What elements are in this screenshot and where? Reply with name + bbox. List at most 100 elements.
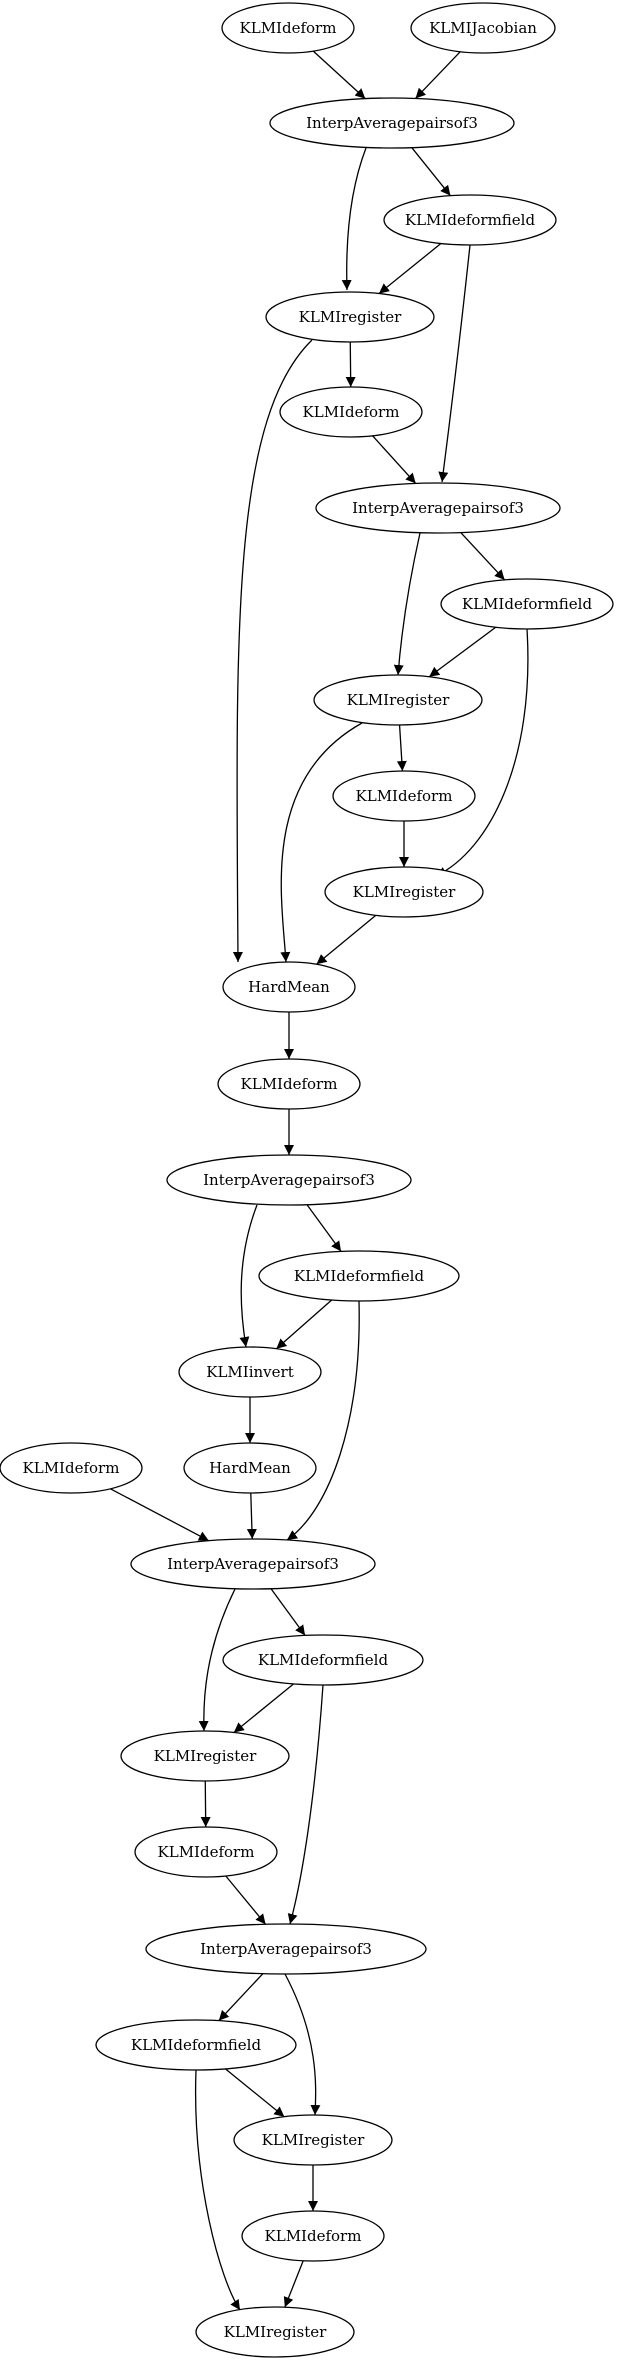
edge-n22-n23 xyxy=(225,1875,267,1925)
node-label: KLMIdeform xyxy=(23,1459,120,1477)
edge-line xyxy=(110,1488,210,1542)
edge-line xyxy=(284,1973,321,2116)
node-n17: KLMIdeform xyxy=(0,1442,143,1494)
node-shape xyxy=(134,1826,278,1878)
node-label: KLMIregister xyxy=(347,691,451,709)
node-shape xyxy=(183,1442,317,1494)
edge-n17-n19 xyxy=(110,1488,210,1542)
node-n27: KLMIregister xyxy=(195,2306,355,2358)
edge-n3-n5 xyxy=(341,147,367,291)
edges-layer xyxy=(110,50,529,2311)
node-shape xyxy=(166,1154,412,1206)
edge-line xyxy=(194,2069,241,2311)
node-label: KLMIdeform xyxy=(240,19,337,37)
node-n7: InterpAveragepairsof3 xyxy=(315,482,561,534)
edge-n2-n3 xyxy=(415,51,461,99)
node-label: KLMIdeformfield xyxy=(462,595,593,613)
edge-n9-n10 xyxy=(396,724,407,772)
edge-line xyxy=(283,2260,304,2308)
edge-n8-n9 xyxy=(428,626,497,678)
edge-line xyxy=(225,2068,285,2118)
edge-n19-n21 xyxy=(198,1588,236,1732)
node-shape xyxy=(410,2,556,54)
node-shape xyxy=(315,482,561,534)
node-n21: KLMIregister xyxy=(120,1730,290,1782)
node-n13: KLMIdeform xyxy=(217,1058,361,1110)
node-n25: KLMIregister xyxy=(233,2114,393,2166)
edge-line xyxy=(435,628,529,877)
node-n15: KLMIdeformfield xyxy=(258,1250,460,1302)
edge-line xyxy=(198,1588,236,1732)
edge-n9-n12 xyxy=(280,722,363,963)
node-label: InterpAveragepairsof3 xyxy=(352,499,524,517)
edge-line xyxy=(287,1684,324,1925)
edge-line xyxy=(280,722,363,963)
edge-n20-n23 xyxy=(287,1684,324,1925)
edge-line xyxy=(312,50,366,100)
edge-n8-n11 xyxy=(435,628,529,877)
node-label: KLMIdeform xyxy=(356,787,453,805)
node-n3: InterpAveragepairsof3 xyxy=(269,97,515,149)
node-label: KLMIregister xyxy=(154,1747,258,1765)
edge-n15-n19 xyxy=(286,1300,360,1541)
node-label: KLMIregister xyxy=(353,883,457,901)
node-label: KLMIregister xyxy=(299,308,403,326)
node-shape xyxy=(178,1346,322,1398)
node-label: KLMIdeformfield xyxy=(294,1267,425,1285)
node-n2: KLMIJacobian xyxy=(410,2,556,54)
edge-n14-n16 xyxy=(239,1204,258,1348)
edge-n5-n12 xyxy=(232,339,313,963)
node-label: KLMIdeform xyxy=(241,1075,338,1093)
edge-line xyxy=(415,51,461,99)
node-label: KLMIregister xyxy=(224,2323,328,2341)
edge-n23-n24 xyxy=(218,1973,264,2022)
edge-n26-n27 xyxy=(283,2260,304,2308)
node-shape xyxy=(332,770,476,822)
node-label: KLMIJacobian xyxy=(429,19,537,37)
edge-n24-n25 xyxy=(225,2068,285,2118)
edge-line xyxy=(286,1300,360,1541)
edge-line xyxy=(225,1875,267,1925)
node-n9: KLMIregister xyxy=(313,674,483,726)
edge-line xyxy=(218,1973,264,2022)
node-n8: KLMIdeformfield xyxy=(440,578,614,630)
node-label: KLMIdeform xyxy=(265,2227,362,2245)
edge-line xyxy=(378,243,442,295)
edge-line xyxy=(372,435,417,484)
edge-line xyxy=(393,532,421,676)
edge-n4-n7 xyxy=(438,244,471,483)
node-n4: KLMIdeformfield xyxy=(383,194,557,246)
node-shape xyxy=(440,578,614,630)
node-n16: KLMIinvert xyxy=(178,1346,322,1398)
node-shape xyxy=(383,194,557,246)
edge-line xyxy=(428,626,497,678)
node-label: KLMIdeformfield xyxy=(131,2036,262,2054)
node-label: HardMean xyxy=(209,1459,291,1477)
node-shape xyxy=(0,1442,143,1494)
node-shape xyxy=(269,97,515,149)
node-shape xyxy=(241,2210,385,2262)
node-shape xyxy=(222,1634,424,1686)
node-shape xyxy=(265,291,435,343)
edge-line xyxy=(316,914,377,965)
node-n23: InterpAveragepairsof3 xyxy=(145,1923,427,1975)
nodes-layer: KLMIdeform KLMIJacobianInterpAveragepairs… xyxy=(0,2,614,2358)
node-shape xyxy=(222,961,356,1013)
node-label: KLMIdeformfield xyxy=(405,211,536,229)
node-n1: KLMIdeform xyxy=(221,2,355,54)
edge-n23-n25 xyxy=(284,1973,321,2116)
edge-n20-n21 xyxy=(233,1683,295,1734)
edge-n1-n3 xyxy=(312,50,366,100)
node-shape xyxy=(258,1250,460,1302)
node-n18: HardMean xyxy=(183,1442,317,1494)
edge-line xyxy=(396,724,407,772)
node-shape xyxy=(195,2306,355,2358)
node-n6: KLMIdeform xyxy=(279,386,423,438)
node-shape xyxy=(279,386,423,438)
node-shape xyxy=(233,2114,393,2166)
node-n19: InterpAveragepairsof3 xyxy=(130,1538,376,1590)
edge-line xyxy=(233,1683,295,1734)
node-shape xyxy=(217,1058,361,1110)
edge-n11-n12 xyxy=(316,914,377,965)
